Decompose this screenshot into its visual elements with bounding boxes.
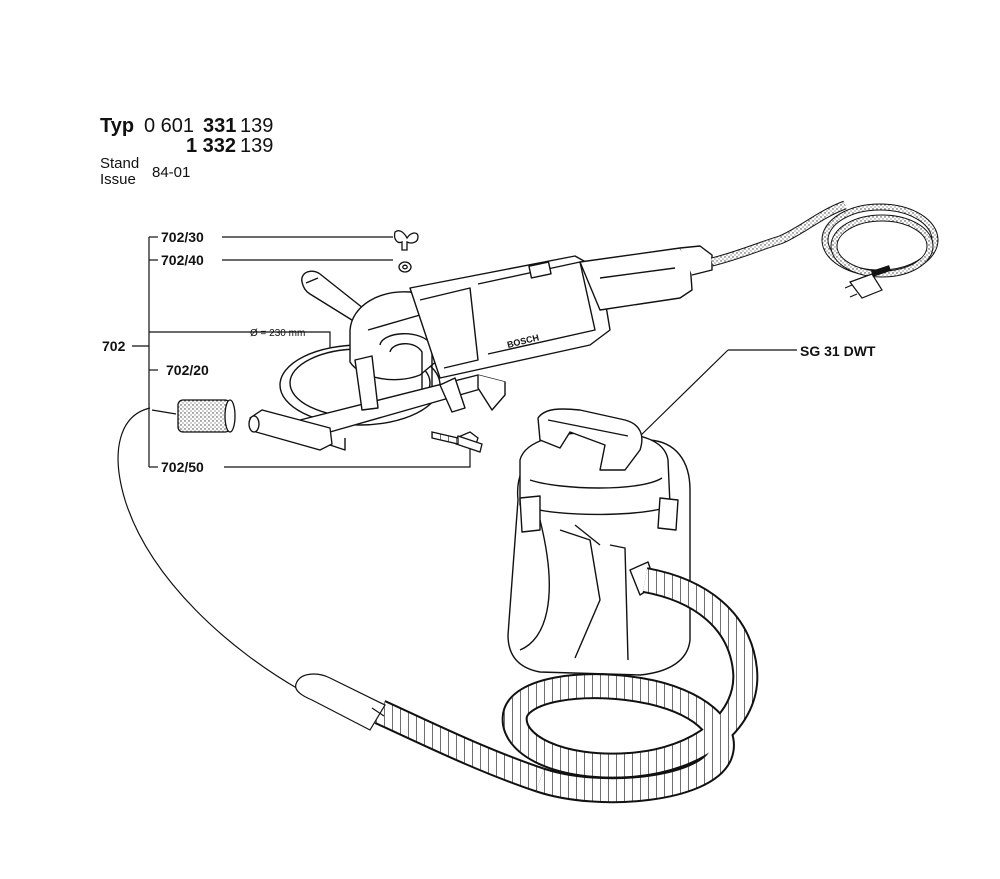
angle-grinder: BOSCH xyxy=(279,245,713,451)
label-washer: 702/40 xyxy=(161,252,204,268)
type-number-suffix-2: 139 xyxy=(240,135,274,157)
issue-value: 84-01 xyxy=(152,164,191,181)
extraction-hose xyxy=(295,567,759,804)
label-filter-sleeve: 702/20 xyxy=(166,362,209,378)
washer xyxy=(398,261,412,273)
label-vacuum: SG 31 DWT xyxy=(800,343,876,359)
vacuum-extractor xyxy=(507,408,691,676)
wing-nut xyxy=(393,230,419,251)
label-screw: 702/50 xyxy=(161,459,204,475)
type-number-bold-1: 331 xyxy=(203,115,237,137)
label-assembly: 702 xyxy=(102,338,126,354)
type-label: Typ xyxy=(100,115,135,137)
label-wing-nut: 702/30 xyxy=(161,229,204,245)
screw xyxy=(431,431,483,453)
power-cord xyxy=(710,200,939,299)
type-number-prefix: 0 601 xyxy=(144,115,195,137)
type-number-bold-2: 1 332 xyxy=(186,135,237,157)
type-number-suffix-1: 139 xyxy=(240,115,274,137)
stand-label: Stand xyxy=(100,155,140,172)
issue-label: Issue xyxy=(100,171,136,188)
extraction-nozzle xyxy=(248,409,333,451)
label-disc-size: Ø = 230 mm xyxy=(250,328,305,339)
hose-routing-line xyxy=(117,407,301,691)
filter-sleeve xyxy=(151,399,236,433)
